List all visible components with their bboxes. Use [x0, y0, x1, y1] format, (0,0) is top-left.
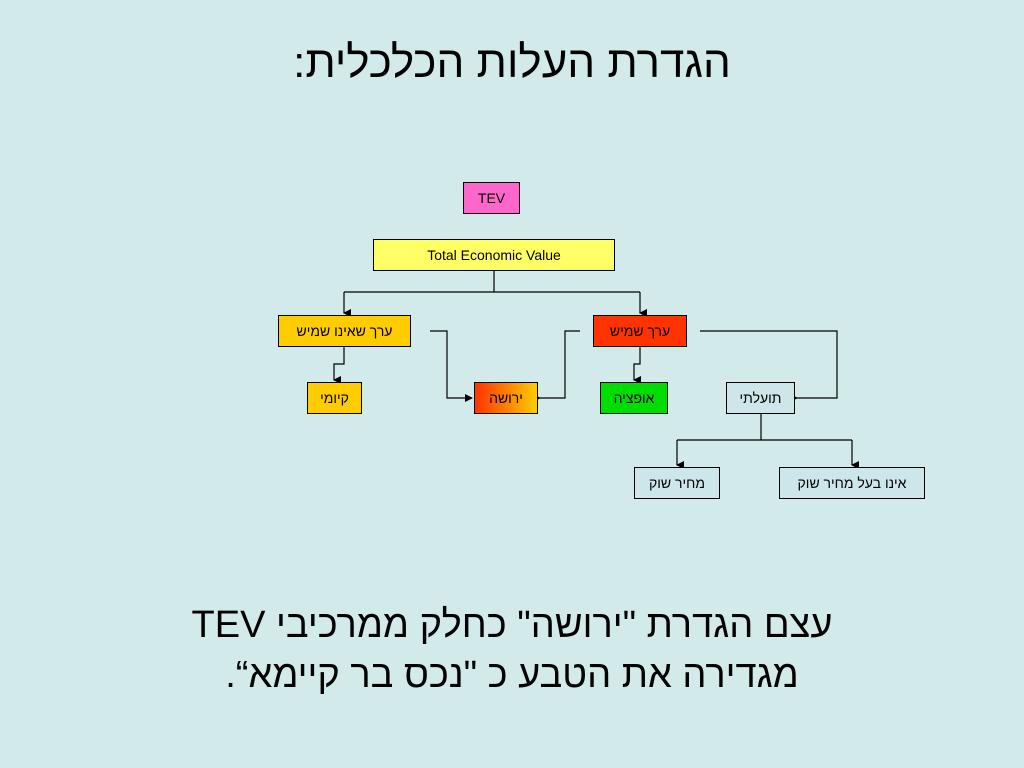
- node-option-value: אופציה: [600, 382, 668, 414]
- conclusion-line-2: מגדירה את הטבע כ "נכס בר קיימא“.: [225, 654, 799, 696]
- arrow-to-kiyumi: [333, 347, 345, 384]
- arrow-nonuse-to-yerusha: [430, 330, 473, 402]
- conclusion-line-1: עצם הגדרת "ירושה" כחלק ממרכיבי TEV: [191, 604, 833, 646]
- node-market-price: מחיר שוק: [634, 467, 720, 499]
- node-utility-value: תועלתי: [726, 382, 795, 414]
- node-non-use-value: ערך שאינו שמיש: [278, 315, 411, 347]
- arrow-to-option: [633, 347, 641, 384]
- node-use-value: ערך שמיש: [593, 315, 687, 347]
- slide-title: הגדרת העלות הכלכלית:: [293, 38, 731, 87]
- node-no-market-price: אינו בעל מחיר שוק: [779, 467, 925, 499]
- arrow-to-utility: [700, 330, 838, 402]
- node-tev: TEV: [463, 182, 520, 214]
- node-total-economic-value: Total Economic Value: [373, 239, 615, 271]
- node-bequest-value: ירושה: [474, 382, 538, 414]
- conclusion-text: עצם הגדרת "ירושה" כחלק ממרכיבי TEV מגדיר…: [0, 600, 1024, 700]
- arrow-use-to-yerusha: [533, 330, 580, 402]
- node-existence-value: קיומי: [307, 382, 362, 414]
